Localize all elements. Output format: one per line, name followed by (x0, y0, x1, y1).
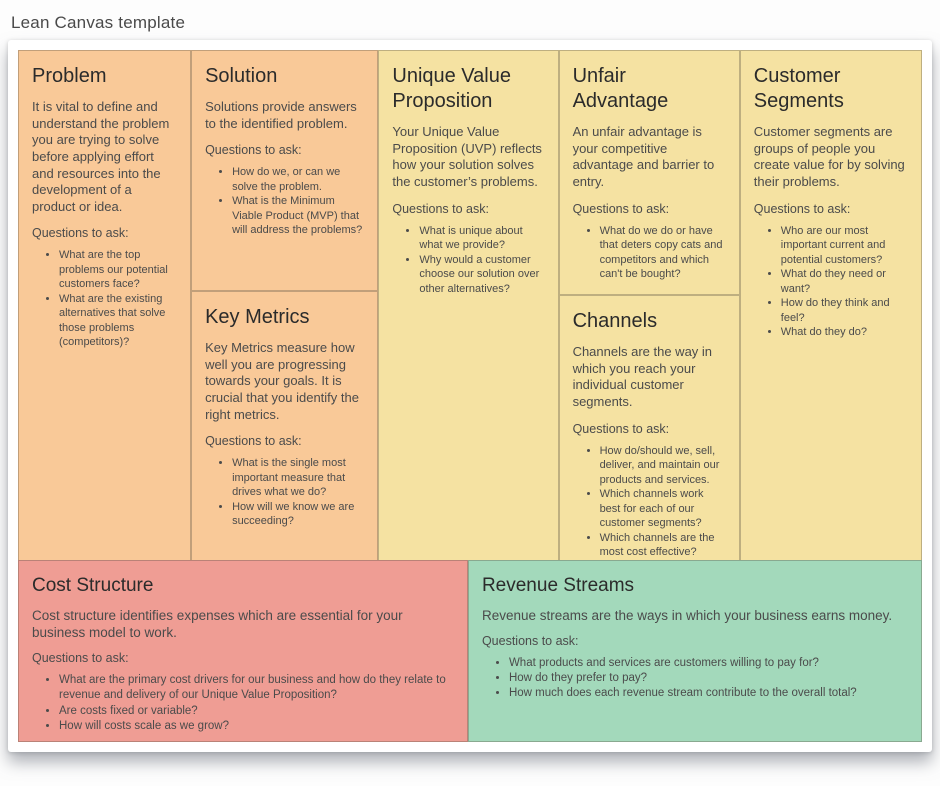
problem-description: It is vital to define and understand the… (32, 99, 170, 214)
unique-value-proposition-questions-list: What is unique about what we provide?Why… (392, 224, 544, 297)
revenue-streams-box: Revenue Streams Revenue streams are the … (467, 560, 922, 742)
channels-title: Channels (572, 310, 658, 332)
channels-box: Channels Channels are the way in which y… (558, 295, 740, 571)
solution-title: Solution (205, 65, 278, 87)
question-item: What is unique about what we provide? (419, 224, 544, 253)
key-metrics-questions-list: What is the single most important measur… (205, 456, 364, 529)
cost-structure-questions-list: What are the primary cost drivers for ou… (32, 673, 454, 734)
question-item: What products and services are customers… (509, 656, 908, 671)
question-item: Which channels work best for each of our… (600, 487, 726, 531)
unfair-advantage-questions-label: Questions to ask: (572, 201, 670, 216)
question-item: What is the single most important measur… (232, 456, 364, 500)
cost-structure-questions-label: Questions to ask: (32, 651, 129, 666)
key-metrics-questions-label: Questions to ask: (205, 434, 302, 449)
solution-column: Solution Solutions provide answers to th… (191, 50, 379, 571)
unfair-advantage-column: Unfair Advantage An unfair advantage is … (558, 50, 740, 571)
channels-questions-list: How do/should we, sell, deliver, and mai… (573, 444, 726, 560)
revenue-streams-questions-label: Questions to ask: (481, 634, 579, 649)
question-item: How do they prefer to pay? (509, 671, 908, 686)
solution-questions-label: Questions to ask: (205, 143, 302, 158)
question-item: How do we, or can we solve the problem. (232, 165, 364, 194)
revenue-streams-description: Revenue streams are the ways in which yo… (481, 607, 893, 623)
unfair-advantage-box: Unfair Advantage An unfair advantage is … (558, 50, 740, 295)
unfair-advantage-questions-list: What do we do or have that deters copy c… (573, 224, 726, 282)
channels-questions-label: Questions to ask: (572, 421, 670, 436)
question-item: What is the Minimum Viable Product (MVP)… (232, 194, 364, 238)
key-metrics-description: Key Metrics measure how well you are pro… (205, 340, 359, 422)
unique-value-proposition-description: Your Unique Value Proposition (UVP) refl… (392, 124, 542, 189)
question-item: What are the primary cost drivers for ou… (59, 673, 454, 703)
question-item: Why would a customer choose our solution… (419, 253, 544, 297)
canvas-bottom-grid: Cost Structure Cost structure identifies… (18, 560, 922, 742)
question-item: How do/should we, sell, deliver, and mai… (600, 444, 726, 488)
problem-questions-list: What are the top problems our potential … (32, 248, 177, 350)
question-item: How will costs scale as we grow? (59, 719, 454, 734)
cost-structure-description: Cost structure identifies expenses which… (32, 607, 403, 641)
question-item: How do they think and feel? (781, 296, 908, 325)
problem-box: Problem It is vital to define and unders… (18, 50, 192, 571)
question-item: Who are our most important current and p… (781, 224, 908, 268)
cost-structure-title: Cost Structure (32, 575, 154, 596)
cost-structure-box: Cost Structure Cost structure identifies… (18, 560, 468, 742)
solution-box: Solution Solutions provide answers to th… (191, 50, 379, 291)
revenue-streams-title: Revenue Streams (481, 575, 635, 596)
question-item: What are the existing alternatives that … (59, 292, 177, 350)
customer-segments-description: Customer segments are groups of people y… (753, 124, 905, 189)
customer-segments-title: Customer Segments (753, 65, 844, 112)
customer-segments-box: Customer Segments Customer segments are … (739, 50, 922, 571)
question-item: What do they do? (781, 325, 908, 340)
question-item: Which channels are the most cost effecti… (600, 531, 726, 560)
key-metrics-title: Key Metrics (205, 306, 310, 328)
question-item: How much does each revenue stream contri… (509, 686, 908, 701)
customer-segments-questions-list: Who are our most important current and p… (754, 224, 908, 340)
canvas-top-grid: Problem It is vital to define and unders… (18, 50, 922, 571)
question-item: How will we know we are succeeding? (232, 500, 364, 529)
problem-title: Problem (32, 65, 107, 87)
question-item: What do they need or want? (781, 267, 908, 296)
unfair-advantage-description: An unfair advantage is your competitive … (572, 124, 715, 189)
channels-description: Channels are the way in which you reach … (572, 344, 713, 409)
question-item: What are the top problems our potential … (59, 248, 177, 292)
question-item: What do we do or have that deters copy c… (600, 224, 726, 282)
question-item: Are costs fixed or variable? (59, 704, 454, 719)
unique-value-proposition-box: Unique Value Proposition Your Unique Val… (378, 50, 559, 571)
page-title: Lean Canvas template (11, 13, 186, 32)
solution-questions-list: How do we, or can we solve the problem.W… (205, 165, 364, 238)
revenue-streams-questions-list: What products and services are customers… (482, 656, 908, 702)
lean-canvas-card: Problem It is vital to define and unders… (8, 40, 932, 752)
problem-questions-label: Questions to ask: (32, 226, 129, 241)
customer-segments-questions-label: Questions to ask: (753, 201, 851, 216)
key-metrics-box: Key Metrics Key Metrics measure how well… (191, 291, 379, 571)
unique-value-proposition-questions-label: Questions to ask: (392, 201, 489, 216)
unfair-advantage-title: Unfair Advantage (572, 65, 669, 112)
unique-value-proposition-title: Unique Value Proposition (392, 65, 511, 112)
solution-description: Solutions provide answers to the identif… (205, 99, 357, 131)
